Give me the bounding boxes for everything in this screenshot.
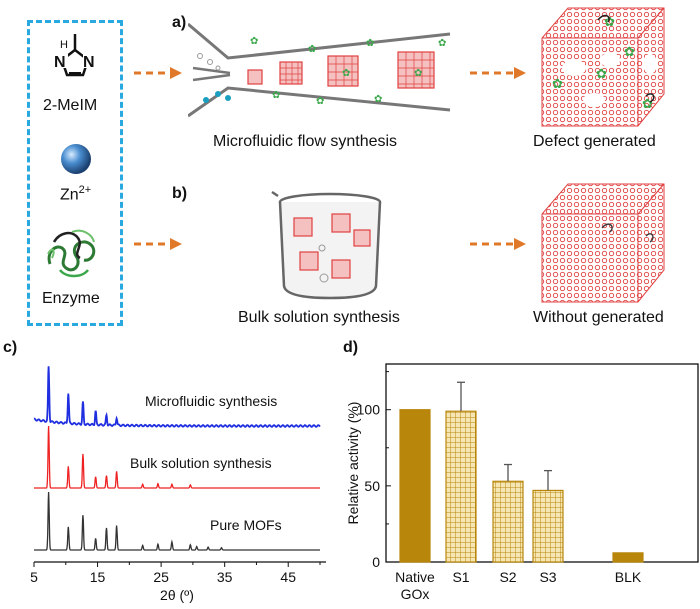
svg-text:✿: ✿ — [316, 96, 324, 107]
bar-s2 — [492, 480, 524, 563]
xrd-tick-label: 15 — [90, 569, 106, 585]
bar-category-label: S2 — [499, 569, 516, 585]
svg-text:✿: ✿ — [552, 76, 563, 91]
svg-text:✿: ✿ — [342, 68, 350, 79]
svg-text:✿: ✿ — [604, 14, 615, 29]
xrd-trace-3 — [34, 491, 320, 551]
svg-text:N: N — [83, 54, 95, 71]
bar-category-label: S1 — [452, 569, 469, 585]
panel-a-label: a) — [172, 14, 187, 31]
bar-y-tick-label: 0 — [372, 554, 380, 570]
panel-b-label: b) — [172, 185, 188, 202]
svg-text:✿: ✿ — [250, 36, 258, 47]
svg-text:N: N — [54, 54, 66, 71]
xrd-series-label: Pure MOFs — [210, 517, 282, 533]
bar-category-label: GOx — [401, 586, 430, 602]
svg-text:✿: ✿ — [642, 96, 653, 111]
panel-c-label: c) — [3, 339, 18, 356]
svg-text:✿: ✿ — [366, 38, 374, 49]
svg-text:H: H — [60, 39, 68, 51]
svg-text:✿: ✿ — [308, 44, 316, 55]
xrd-tick-label: 5 — [30, 569, 38, 585]
bar-y-tick-label: 100 — [357, 402, 381, 418]
xrd-trace-1 — [33, 366, 321, 428]
bar-blk — [612, 552, 644, 563]
reagent-box — [27, 20, 123, 326]
bar-s1 — [445, 410, 477, 563]
zn-ion-sphere — [61, 144, 91, 174]
intact-mof-cube — [541, 183, 665, 303]
enzyme-structure — [47, 229, 96, 278]
svg-text:✿: ✿ — [414, 68, 422, 79]
without-caption: Without generated — [533, 309, 664, 326]
bar-y-axis-label: Relative activity (%) — [345, 402, 361, 525]
metal-symbol: Zn — [60, 186, 79, 204]
bar-y-tick-label: 50 — [364, 478, 380, 494]
2-meim-structure: N N H — [54, 34, 97, 77]
svg-text:✿: ✿ — [374, 94, 382, 105]
arrow-b-left — [134, 238, 182, 250]
panel-d-label: d) — [343, 339, 359, 356]
defect-caption: Defect generated — [533, 133, 656, 150]
xrd-trace-2 — [34, 425, 320, 489]
enzyme-label: Enzyme — [42, 290, 100, 307]
beaker — [271, 190, 382, 300]
xrd-x-axis-label: 2θ (º) — [160, 587, 194, 603]
xrd-tick-label: 25 — [153, 569, 169, 585]
svg-text:✿: ✿ — [438, 38, 446, 49]
microfluidic-channel: ✿ ✿ ✿ ✿ ✿ ✿ ✿ ✿ ✿ — [188, 22, 451, 118]
bar-category-label: Native — [395, 569, 435, 585]
arrow-a-left — [134, 67, 182, 79]
microfluidic-caption: Microfluidic flow synthesis — [213, 133, 398, 150]
svg-text:✿: ✿ — [272, 90, 280, 101]
xrd-series-label: Bulk solution synthesis — [130, 455, 272, 471]
bulk-caption: Bulk solution synthesis — [238, 309, 400, 326]
bar-s3 — [532, 489, 564, 563]
svg-text:✿: ✿ — [596, 66, 607, 81]
metal-label: Zn2+ — [60, 184, 91, 204]
ligand-label: 2-MeIM — [43, 97, 98, 114]
metal-charge: 2+ — [78, 184, 92, 196]
xrd-tick-label: 45 — [280, 569, 296, 585]
svg-text:✿: ✿ — [624, 44, 635, 59]
defective-mof-cube: ✿ ✿ ✿ ✿ ✿ — [541, 7, 665, 127]
bar-native-gox — [399, 409, 431, 563]
xrd-tick-label: 35 — [217, 569, 233, 585]
bar-category-label: BLK — [615, 569, 642, 585]
arrow-a-right — [470, 67, 526, 79]
bar-category-label: S3 — [539, 569, 556, 585]
arrow-b-right — [470, 238, 526, 250]
xrd-series-label: Microfluidic synthesis — [145, 393, 277, 409]
